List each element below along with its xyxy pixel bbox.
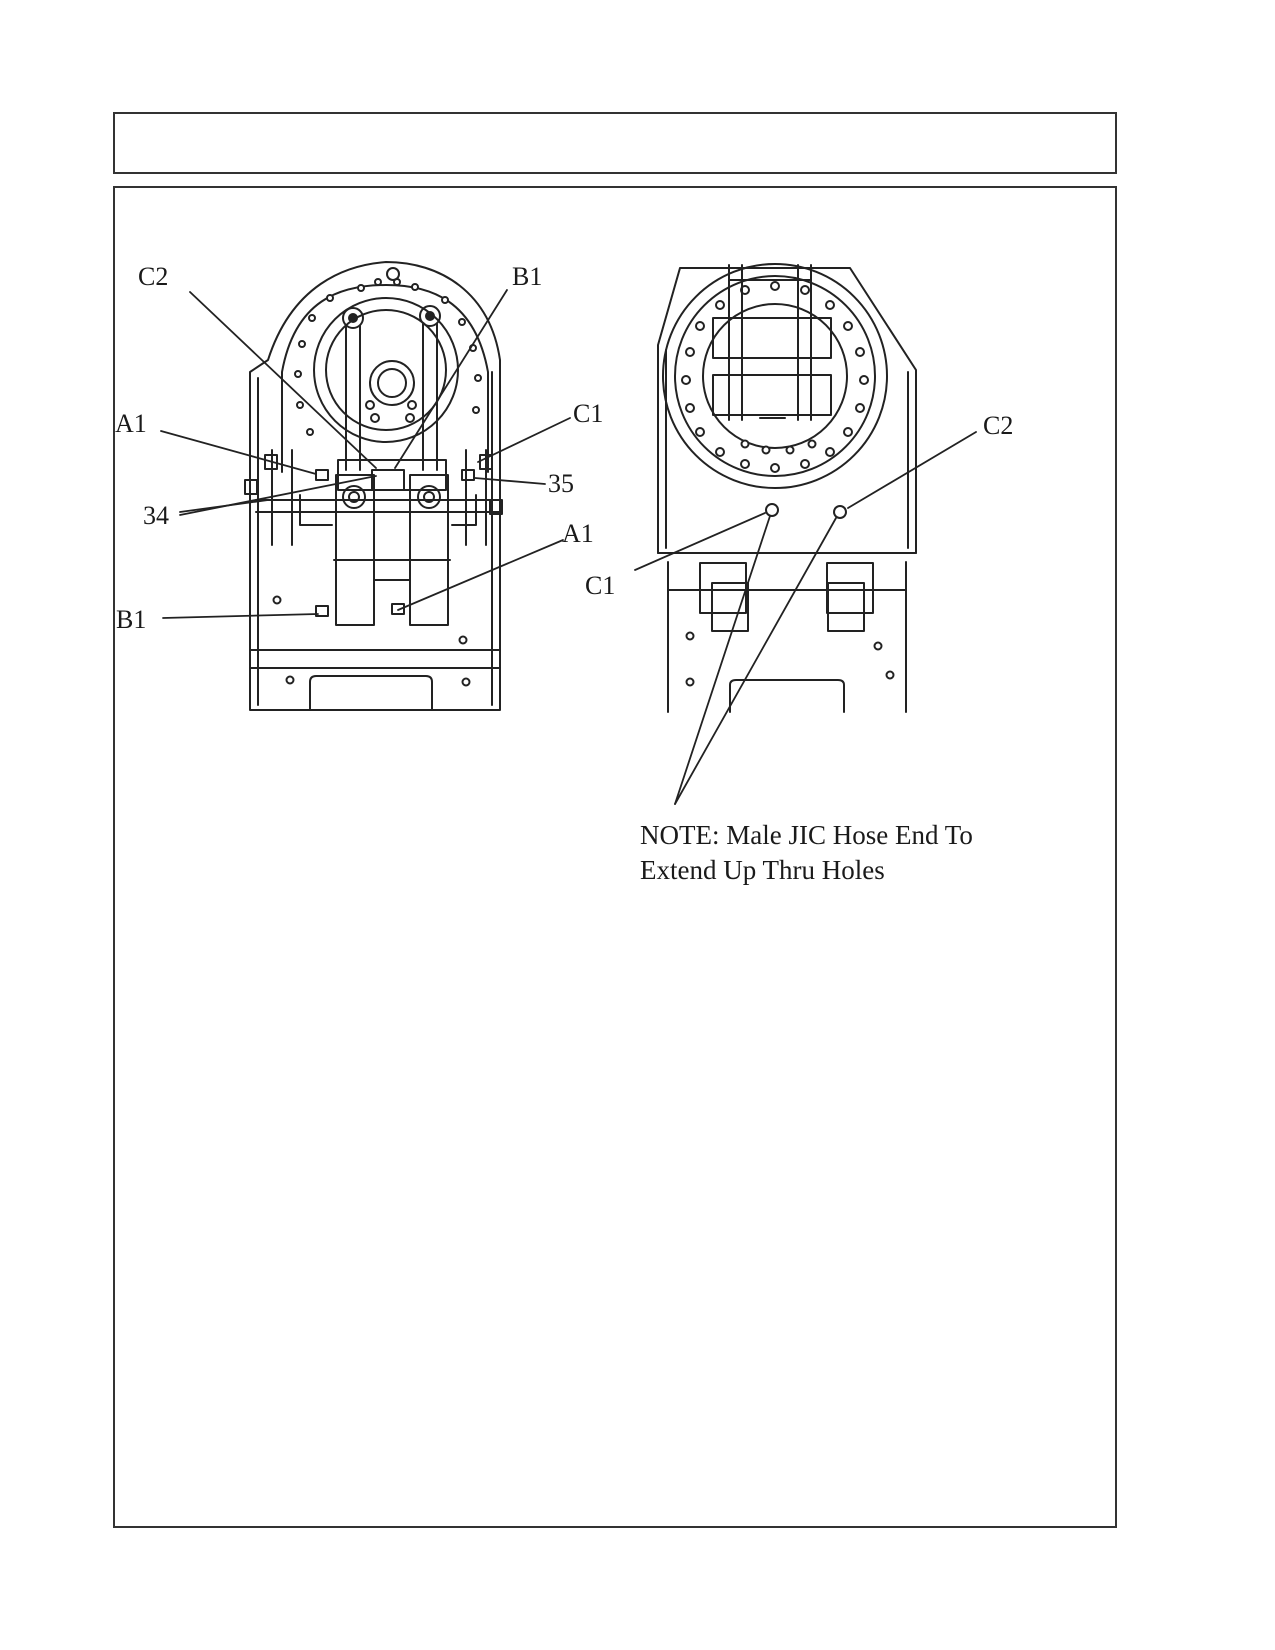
note-line-2: Extend Up Thru Holes (640, 855, 885, 885)
header-box (113, 112, 1117, 174)
callout-c2-left: C2 (138, 262, 168, 291)
callout-34: 34 (143, 501, 169, 530)
callout-a1-left: A1 (115, 409, 147, 438)
callout-a1-right: A1 (562, 519, 594, 548)
callout-c2-right: C2 (983, 411, 1013, 440)
right-leader-lines (634, 431, 977, 805)
callout-c1-right: C1 (585, 571, 615, 600)
main-content-box (113, 186, 1117, 1528)
left-leader-lines (160, 289, 571, 619)
callout-b1-top: B1 (512, 262, 542, 291)
callout-b1-bottom: B1 (116, 605, 146, 634)
note-text: NOTE: Male JIC Hose End To Extend Up Thr… (640, 818, 973, 888)
note-line-1: NOTE: Male JIC Hose End To (640, 820, 973, 850)
callout-c1-left: C1 (573, 399, 603, 428)
callout-35: 35 (548, 469, 574, 498)
left-assembly-drawing (244, 261, 503, 711)
right-assembly-drawing (657, 263, 917, 713)
